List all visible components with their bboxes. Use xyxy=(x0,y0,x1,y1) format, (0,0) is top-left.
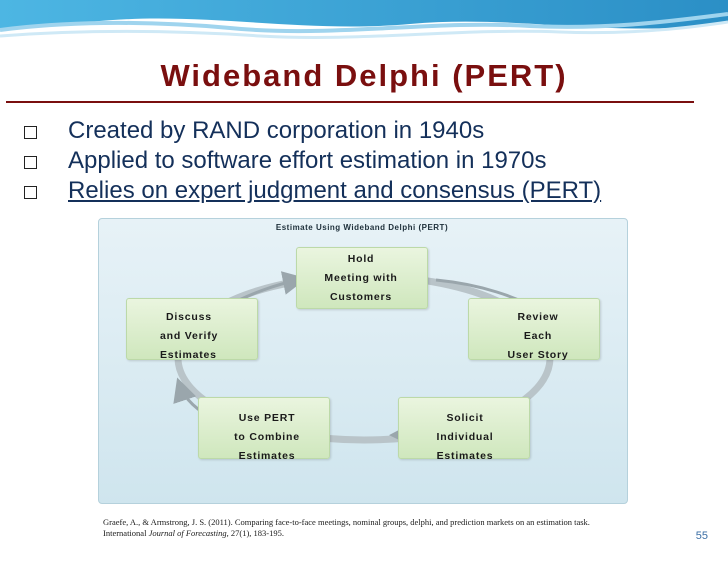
node-label: Solicit Individual Estimates xyxy=(436,412,494,462)
bullet-text: Created by RAND corporation in 1940s xyxy=(68,117,485,144)
bullet-item: Applied to software effort estimation in… xyxy=(18,147,601,177)
citation-line-1: Graefe, A., & Armstrong, J. S. (2011). C… xyxy=(103,517,590,527)
node-discuss-verify xyxy=(126,298,258,360)
bullet-item: Created by RAND corporation in 1940s xyxy=(18,117,601,147)
node-hold-meeting xyxy=(296,247,428,309)
square-bullet-icon xyxy=(24,126,37,139)
citation: Graefe, A., & Armstrong, J. S. (2011). C… xyxy=(103,517,683,539)
slide-title: Wideband Delphi (PERT) xyxy=(160,58,568,93)
page-number: 55 xyxy=(695,530,708,542)
bullet-text: Relies on expert judgment and consensus … xyxy=(68,177,602,204)
bullet-list: Created by RAND corporation in 1940s App… xyxy=(18,117,601,207)
citation-line-2: International Journal of Forecasting, 27… xyxy=(103,528,285,538)
node-label: Use PERT to Combine Estimates xyxy=(234,412,300,462)
diagram-title: Estimate Using Wideband Delphi (PERT) xyxy=(275,223,449,232)
square-bullet-icon xyxy=(24,156,37,169)
node-use-pert xyxy=(198,397,330,459)
node-solicit-estimates xyxy=(398,397,530,459)
node-label: Discuss and Verify Estimates xyxy=(160,311,219,361)
node-label: Hold Meeting with Customers xyxy=(324,253,398,303)
square-bullet-icon xyxy=(24,186,37,199)
bullet-item: Relies on expert judgment and consensus … xyxy=(18,177,601,207)
node-review-story xyxy=(468,298,600,360)
bullet-text: Applied to software effort estimation in… xyxy=(68,147,547,174)
header-wave-graphic xyxy=(0,0,728,40)
title-divider xyxy=(6,101,694,103)
node-label: Review Each User Story xyxy=(507,311,569,361)
